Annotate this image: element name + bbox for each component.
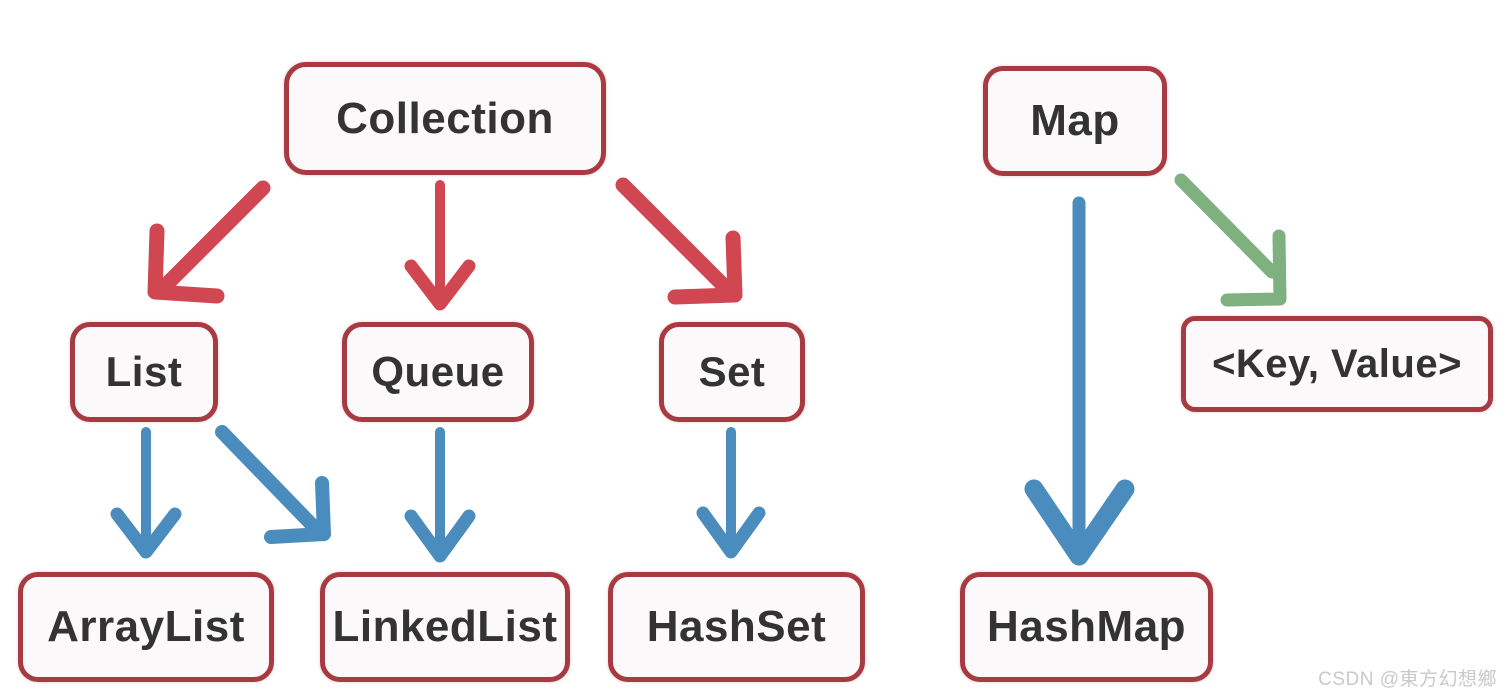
edge-collection-to-list [147,180,271,304]
edge-set-to-hashset [696,427,766,559]
node-set-label: Set [698,348,766,395]
edge-map-to-keyvalue [1174,173,1287,307]
edge-collection-to-set [615,177,743,305]
node-queue-label: Queue [371,348,505,395]
node-collection[interactable]: Collection [284,62,606,175]
node-set[interactable]: Set [659,322,805,422]
node-linkedlist-label: LinkedList [332,602,558,651]
node-hashmap[interactable]: HashMap [960,572,1213,682]
edge-list-to-arraylist [110,427,182,559]
edge-collection-to-queue [404,180,476,311]
node-list-label: List [105,348,183,395]
node-queue[interactable]: Queue [342,322,534,422]
node-linkedlist[interactable]: LinkedList [320,572,570,682]
node-hashset-label: HashSet [646,602,827,651]
node-map-label: Map [1030,96,1120,145]
node-arraylist-label: ArrayList [47,602,245,651]
node-key-value[interactable]: <Key, Value> [1181,316,1493,412]
edge-queue-to-linkedlist [404,427,476,563]
edge-list-to-linkedlist [215,425,331,544]
node-map[interactable]: Map [983,66,1167,176]
edge-map-to-hashmap [1024,196,1135,566]
node-hashmap-label: HashMap [986,602,1187,651]
node-hashset[interactable]: HashSet [608,572,865,682]
node-key-value-label: <Key, Value> [1212,341,1462,386]
node-collection-label: Collection [336,93,554,143]
node-list[interactable]: List [70,322,218,422]
watermark: CSDN @東方幻想鄉 [1318,669,1497,690]
node-arraylist[interactable]: ArrayList [18,572,274,682]
